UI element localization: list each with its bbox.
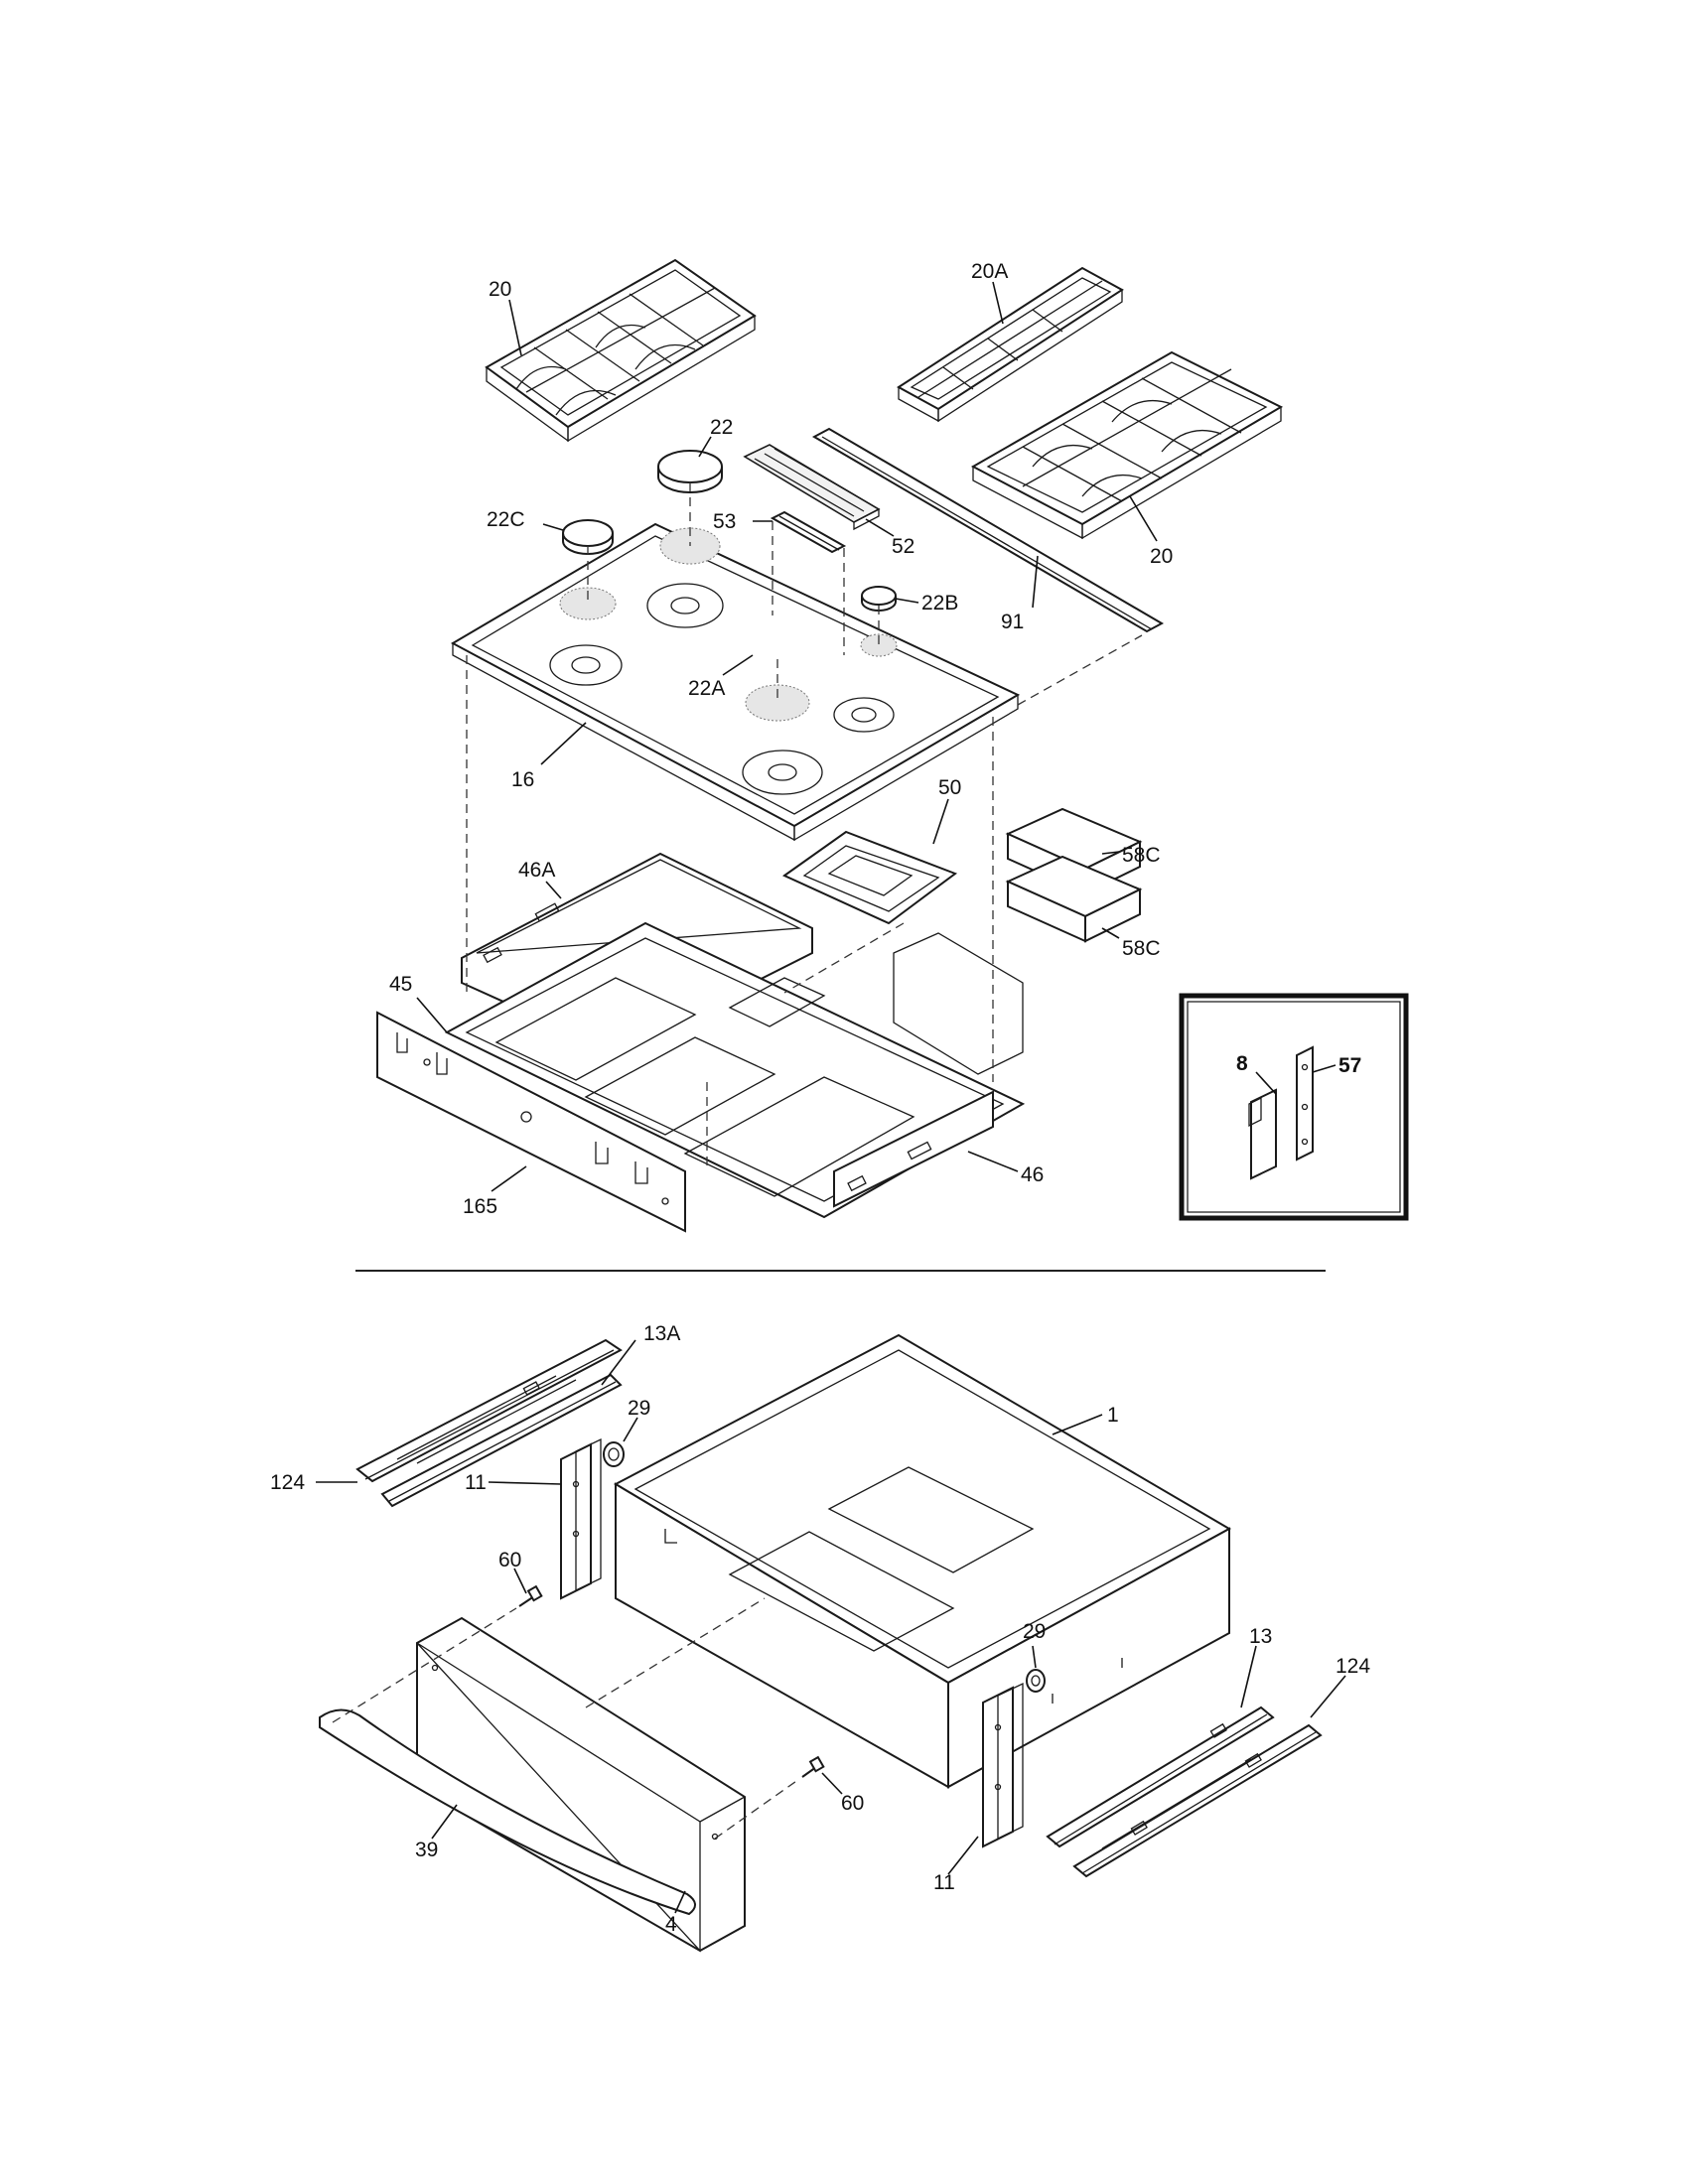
label-45: 45 [389,973,412,996]
label-16: 16 [511,768,534,791]
ignitor-switch-8 [1248,1088,1277,1180]
label-22a: 22A [688,677,725,700]
label-1: 1 [1107,1404,1119,1427]
label-46: 46 [1021,1163,1044,1186]
inset-box [1179,993,1409,1221]
label-8: 8 [1236,1052,1248,1075]
label-60-right: 60 [841,1792,864,1815]
base-tray-45 [444,921,1026,1219]
label-46a: 46A [518,859,555,882]
burner-box-50 [782,830,958,925]
screw-60-right [801,1755,825,1778]
grate-left [485,258,757,443]
slide-right-124 [1072,1723,1323,1878]
bumper-29-right [1026,1669,1046,1693]
leader-lines [316,281,1346,1914]
side-panel-46 [833,1090,994,1208]
handle-39 [319,1708,696,1916]
label-60-left: 60 [498,1549,521,1571]
part-labels: 20 20A 20 22 22C 22B 22A 53 52 91 16 50 … [270,260,1370,1936]
label-91: 91 [1001,611,1024,633]
label-29-right: 29 [1023,1620,1046,1643]
label-13: 13 [1249,1625,1272,1648]
label-58c-lower: 58C [1122,937,1161,960]
label-57: 57 [1338,1054,1361,1077]
bracket-57 [1296,1045,1314,1161]
label-20a: 20A [971,260,1008,283]
label-58c-upper: 58C [1122,844,1161,867]
label-22: 22 [710,416,733,439]
label-124-right: 124 [1336,1655,1370,1678]
label-29-left: 29 [628,1397,650,1420]
label-20-left: 20 [489,278,511,301]
front-rail-165 [376,1011,686,1233]
slide-right-13 [1046,1706,1275,1848]
slide-left-13a [380,1373,623,1508]
label-4: 4 [665,1913,677,1936]
alignment-lines-upper [466,482,1143,1171]
screw-60-left [518,1584,543,1607]
block-58c-lower [1005,855,1143,943]
label-165: 165 [463,1195,497,1218]
bracket-11-left [560,1437,602,1600]
slide-left-124 [355,1338,623,1483]
alignment-lines-lower [332,1597,800,1840]
cooktop-16 [450,522,1021,842]
label-124-left: 124 [270,1471,305,1494]
label-52: 52 [892,535,914,558]
label-53: 53 [713,510,736,533]
grate-right-upper [897,266,1124,423]
vent-trim-52 [743,444,881,531]
label-11-right: 11 [933,1871,955,1894]
label-20-right: 20 [1150,545,1173,568]
label-11-left: 11 [465,1471,487,1494]
label-22c: 22C [487,508,525,531]
vent-53 [770,510,847,554]
bumper-29-left [603,1441,625,1467]
drawer-body-1 [613,1333,1232,1789]
grate-right-lower [970,350,1284,540]
label-22b: 22B [921,592,958,614]
label-39: 39 [415,1839,438,1861]
label-50: 50 [938,776,961,799]
bracket-11-right [982,1682,1024,1848]
label-13a: 13A [643,1322,680,1345]
